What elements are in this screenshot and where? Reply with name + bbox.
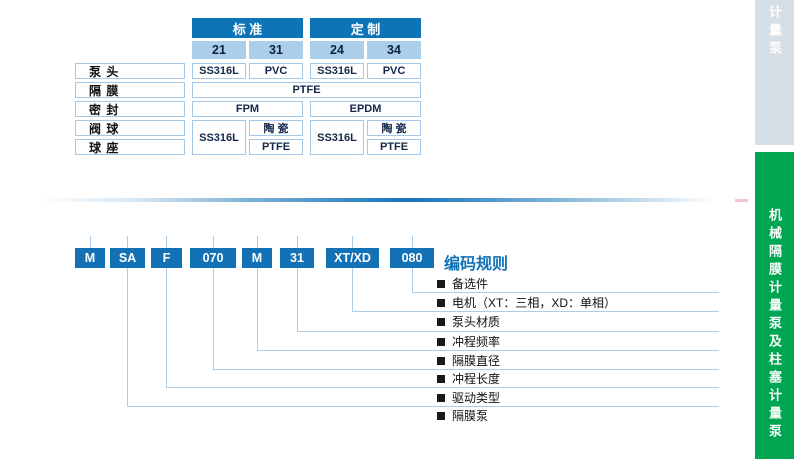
connector-stub bbox=[257, 236, 258, 248]
legend-item: 隔膜泵 bbox=[437, 408, 488, 423]
divider-pink-tail bbox=[735, 199, 748, 202]
connector-line bbox=[352, 311, 719, 312]
table-cell: PTFE bbox=[367, 139, 421, 155]
table-code-header: 34 bbox=[367, 41, 421, 59]
table-row-label: 泵 头 bbox=[75, 63, 185, 79]
connector-line bbox=[127, 268, 128, 406]
connector-line bbox=[166, 268, 167, 387]
square-bullet-icon bbox=[437, 393, 445, 402]
legend-item: 驱动类型 bbox=[437, 390, 500, 405]
legend-item: 冲程长度 bbox=[437, 371, 500, 386]
legend-label: 驱动类型 bbox=[452, 391, 501, 405]
connector-stub bbox=[297, 236, 298, 248]
connector-line bbox=[412, 268, 413, 292]
sidebar-tab-label: 计量泵 bbox=[767, 5, 782, 59]
table-row-label: 隔 膜 bbox=[75, 82, 185, 98]
square-bullet-icon bbox=[437, 317, 445, 326]
legend-label: 电机（XT：三相，XD：单相） bbox=[452, 296, 617, 310]
legend-label: 冲程频率 bbox=[452, 335, 501, 349]
table-row-label: 阀 球 bbox=[75, 120, 185, 136]
connector-line bbox=[213, 268, 214, 369]
connector-stub bbox=[127, 236, 128, 248]
connector-line bbox=[297, 331, 719, 332]
legend-label: 泵头材质 bbox=[452, 315, 501, 329]
connector-line bbox=[297, 268, 298, 331]
table-group-header-custom: 定 制 bbox=[310, 18, 421, 38]
table-cell: PTFE bbox=[249, 139, 303, 155]
square-bullet-icon bbox=[437, 298, 445, 307]
legend-item: 泵头材质 bbox=[437, 314, 500, 329]
table-cell: PVC bbox=[249, 63, 303, 79]
table-cell: SS316L bbox=[310, 63, 364, 79]
connector-line bbox=[257, 268, 258, 350]
table-code-header: 21 bbox=[192, 41, 246, 59]
legend-item: 冲程频率 bbox=[437, 334, 500, 349]
connector-stub bbox=[166, 236, 167, 248]
square-bullet-icon bbox=[437, 356, 445, 365]
sidebar-tab-metering-pump: 计量泵 bbox=[755, 0, 794, 145]
legend-label: 冲程长度 bbox=[452, 372, 501, 386]
legend-item: 电机（XT：三相，XD：单相） bbox=[437, 295, 616, 310]
table-cell: FPM bbox=[192, 101, 303, 117]
code-segment: 31 bbox=[280, 248, 314, 268]
connector-stub bbox=[412, 236, 413, 248]
table-cell: PTFE bbox=[192, 82, 421, 98]
square-bullet-icon bbox=[437, 374, 445, 383]
legend-item: 隔膜直径 bbox=[437, 353, 500, 368]
legend-label: 备选件 bbox=[452, 277, 489, 291]
legend-label: 隔膜泵 bbox=[452, 409, 489, 423]
legend-item: 备选件 bbox=[437, 276, 488, 291]
code-segment: M bbox=[75, 248, 105, 268]
table-cell: EPDM bbox=[310, 101, 421, 117]
table-row-label: 球 座 bbox=[75, 139, 185, 155]
table-row-label: 密 封 bbox=[75, 101, 185, 117]
code-segment: 070 bbox=[190, 248, 236, 268]
connector-stub bbox=[90, 236, 91, 248]
connector-stub bbox=[213, 236, 214, 248]
code-segment: SA bbox=[110, 248, 145, 268]
table-cell: 陶 瓷 bbox=[367, 120, 421, 136]
table-cell: SS316L bbox=[192, 63, 246, 79]
table-cell: SS316L bbox=[310, 120, 364, 155]
table-group-header-standard: 标 准 bbox=[192, 18, 303, 38]
square-bullet-icon bbox=[437, 337, 445, 346]
code-segment: M bbox=[242, 248, 272, 268]
square-bullet-icon bbox=[437, 411, 445, 420]
sidebar-section-label: 机械隔膜计量泵及柱塞计量泵 bbox=[767, 208, 782, 442]
square-bullet-icon bbox=[437, 279, 445, 288]
code-segment: XT/XD bbox=[326, 248, 379, 268]
table-code-header: 24 bbox=[310, 41, 364, 59]
connector-line bbox=[166, 387, 719, 388]
connector-line bbox=[412, 292, 719, 293]
coding-rule-title: 编码规则 bbox=[444, 256, 509, 273]
table-cell: 陶 瓷 bbox=[249, 120, 303, 136]
table-cell: SS316L bbox=[192, 120, 246, 155]
connector-line bbox=[213, 369, 719, 370]
code-segment: 080 bbox=[390, 248, 434, 268]
connector-line bbox=[127, 406, 719, 407]
section-divider bbox=[40, 198, 752, 202]
table-cell: PVC bbox=[367, 63, 421, 79]
legend-label: 隔膜直径 bbox=[452, 354, 501, 368]
table-code-header: 31 bbox=[249, 41, 303, 59]
connector-stub bbox=[352, 236, 353, 248]
connector-line bbox=[257, 350, 719, 351]
connector-line bbox=[352, 268, 353, 311]
code-segment: F bbox=[151, 248, 182, 268]
sidebar-section-bar: 机械隔膜计量泵及柱塞计量泵 bbox=[755, 152, 794, 459]
